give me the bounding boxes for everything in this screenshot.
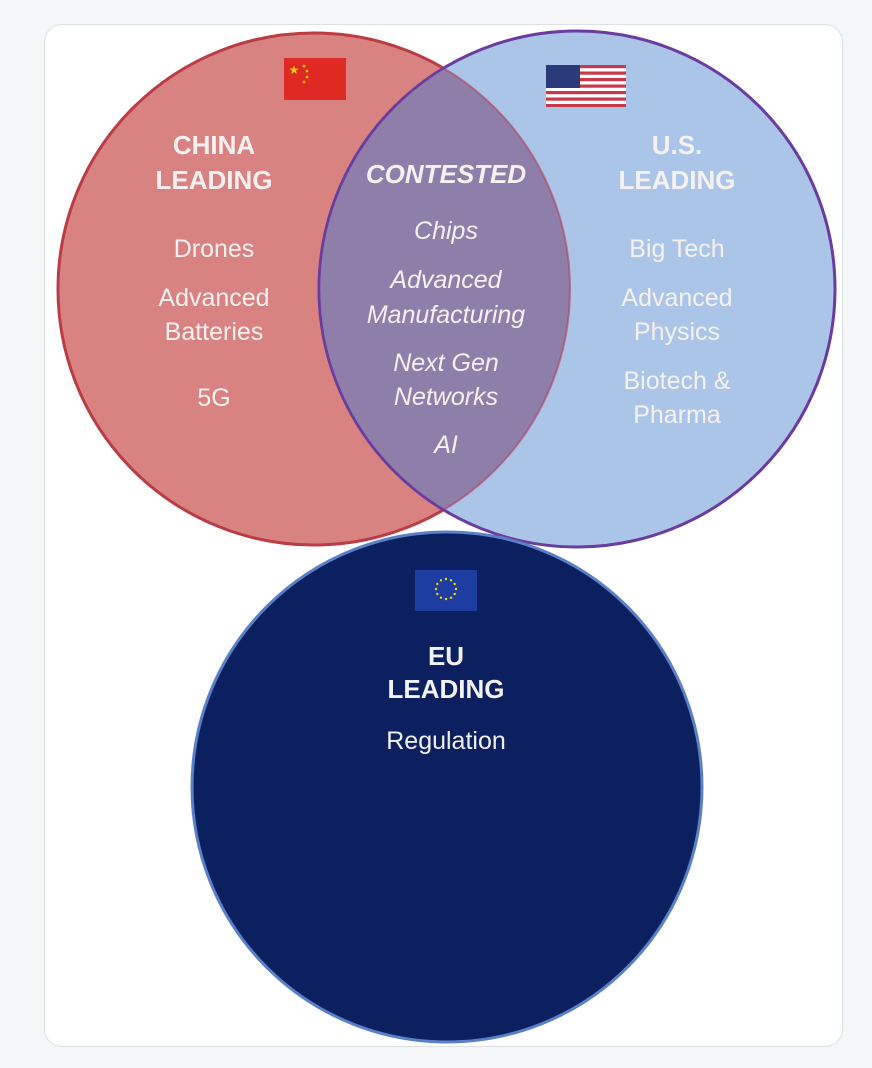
contested-item: Manufacturing (367, 301, 526, 329)
us-item: Physics (634, 318, 720, 346)
us-item: Advanced (621, 284, 732, 312)
contested-item: Next Gen (393, 349, 499, 377)
svg-text:★: ★ (289, 63, 300, 77)
china-title-line2: LEADING (156, 165, 273, 195)
contested-overlap (319, 33, 570, 545)
china-item: Drones (174, 235, 255, 263)
us-item: Biotech & (623, 367, 730, 395)
china-title-line1: CHINA (173, 130, 256, 160)
china-item: Batteries (165, 318, 264, 346)
contested-item: Chips (414, 217, 478, 245)
eu-circle (190, 530, 704, 1044)
eu-title-line1: EU (428, 641, 464, 671)
china-item: 5G (197, 384, 230, 412)
us-outline (317, 29, 837, 549)
contested-item: Networks (394, 383, 498, 411)
us-title-line2: LEADING (619, 165, 736, 195)
contested-title: CONTESTED (366, 159, 527, 189)
eu-flag-icon (415, 570, 477, 611)
eu-title-line2: LEADING (388, 674, 505, 704)
us-item: Pharma (633, 401, 721, 429)
contested-item: AI (432, 431, 458, 459)
eu-item: Regulation (386, 727, 506, 755)
contested-item: Advanced (388, 266, 502, 294)
china-item: Advanced (158, 284, 269, 312)
us-flag-icon (546, 65, 626, 107)
china-outline (57, 32, 571, 546)
china-flag-icon: ★ (284, 58, 346, 100)
us-title-line1: U.S. (652, 130, 703, 160)
us-item: Big Tech (629, 235, 724, 263)
